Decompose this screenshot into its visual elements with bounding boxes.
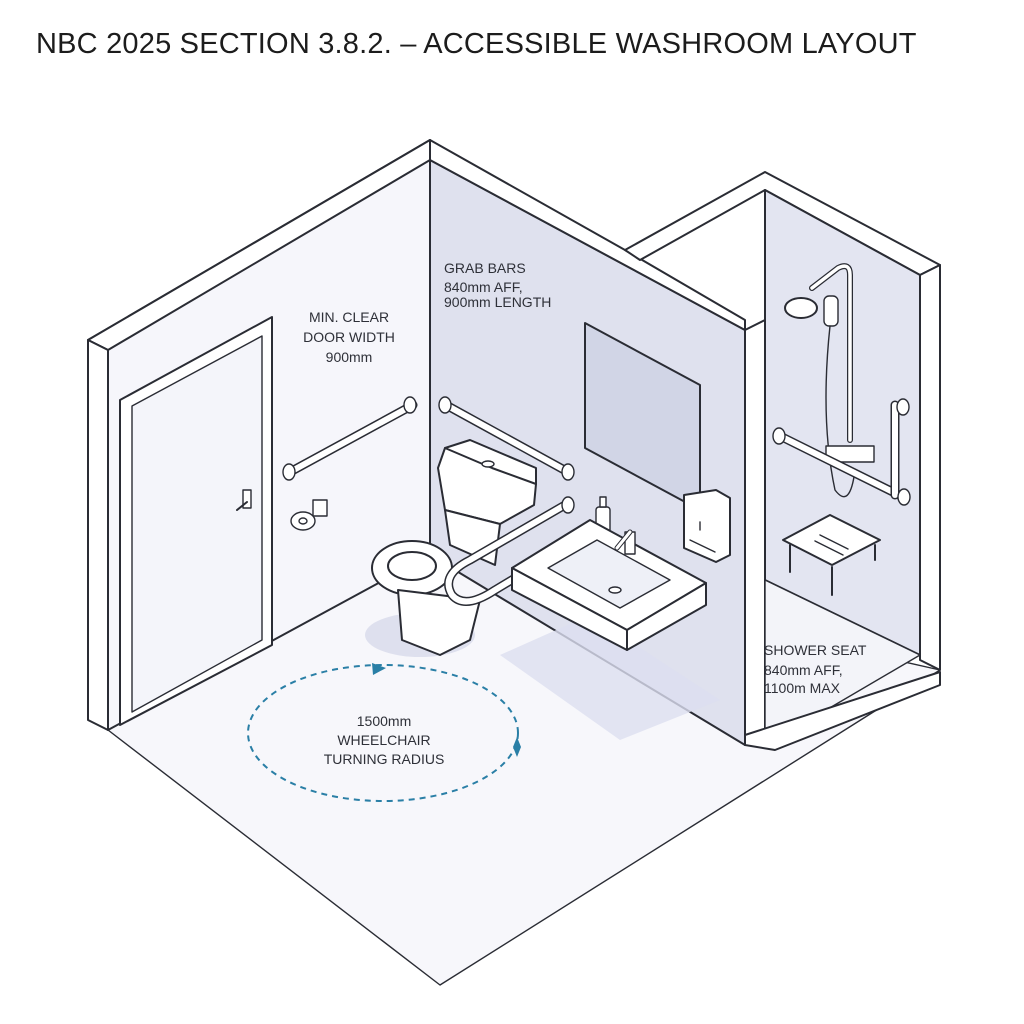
back-grab-bar-icon bbox=[438, 396, 575, 481]
svg-text:1500mm: 1500mm bbox=[357, 713, 411, 729]
door-width-label: MIN. CLEAR DOOR WIDTH 900mm bbox=[303, 309, 395, 365]
faucet-icon bbox=[614, 529, 636, 555]
shower-grab-bar-icon bbox=[772, 398, 911, 506]
svg-text:DOOR WIDTH: DOOR WIDTH bbox=[303, 329, 395, 345]
svg-text:840mm AFF,: 840mm AFF, bbox=[444, 279, 523, 295]
svg-text:TURNING RADIUS: TURNING RADIUS bbox=[324, 751, 445, 767]
svg-text:840mm AFF,: 840mm AFF, bbox=[764, 662, 843, 678]
swing-grab-bar-icon bbox=[444, 496, 575, 606]
turning-arrow-right-icon bbox=[513, 737, 521, 757]
svg-text:900mm: 900mm bbox=[326, 349, 373, 365]
svg-text:MIN. CLEAR: MIN. CLEAR bbox=[309, 309, 389, 325]
page-title: NBC 2025 SECTION 3.8.2. – ACCESSIBLE WAS… bbox=[36, 28, 917, 60]
svg-text:SHOWER SEAT: SHOWER SEAT bbox=[764, 642, 867, 658]
turning-radius-label: 1500mm WHEELCHAIR TURNING RADIUS bbox=[324, 713, 445, 767]
door-handle-icon bbox=[236, 489, 252, 511]
turning-radius-circle bbox=[247, 664, 519, 802]
shower-head-icon bbox=[784, 263, 875, 498]
toilet-icon bbox=[371, 439, 537, 656]
turning-arrow-top-icon bbox=[372, 663, 386, 675]
door-panel bbox=[131, 335, 263, 713]
svg-text:1100m MAX: 1100m MAX bbox=[764, 680, 841, 696]
toilet-paper-holder-icon bbox=[290, 499, 328, 531]
shower-seat-label: SHOWER SEAT 840mm AFF, 1100m MAX bbox=[764, 642, 867, 696]
shower-side-wall bbox=[919, 264, 941, 671]
back-wall-top bbox=[429, 139, 746, 331]
shower-seat-icon bbox=[782, 514, 881, 596]
sink-icon bbox=[511, 519, 707, 651]
grab-bars-label: GRAB BARS 840mm AFF, 900mm LENGTH bbox=[444, 260, 551, 310]
partition-wall bbox=[744, 319, 766, 746]
svg-text:GRAB BARS: GRAB BARS bbox=[444, 260, 526, 276]
left-wall-end bbox=[87, 339, 109, 731]
sink-shadow bbox=[500, 615, 720, 740]
left-grab-bar-icon bbox=[282, 396, 418, 481]
svg-text:WHEELCHAIR: WHEELCHAIR bbox=[337, 732, 430, 748]
paper-towel-dispenser-icon bbox=[683, 489, 731, 563]
shower-curb bbox=[744, 671, 941, 751]
svg-text:900mm LENGTH: 900mm LENGTH bbox=[444, 294, 551, 310]
